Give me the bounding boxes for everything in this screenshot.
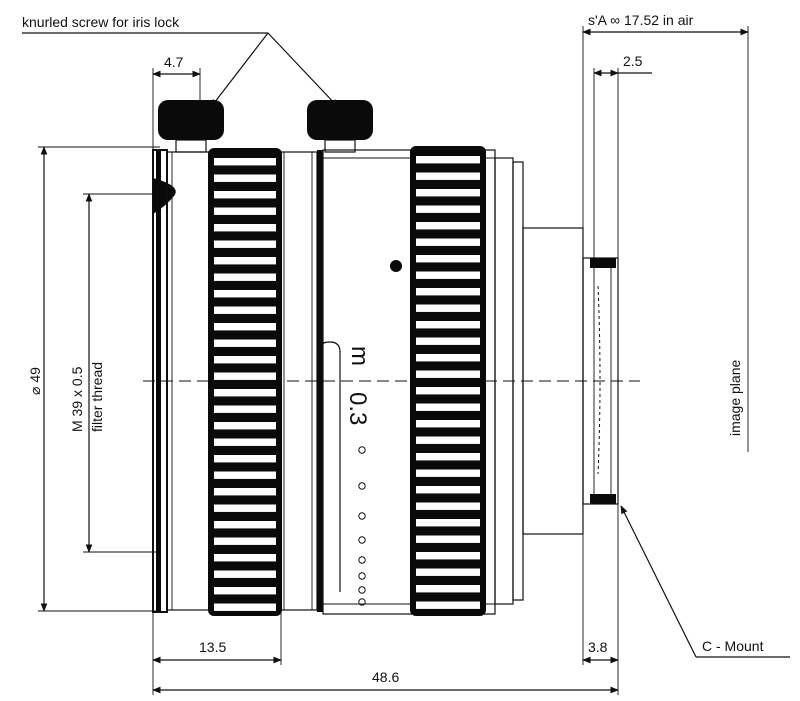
filter-thread-dimension: M 39 x 0.5 filter thread bbox=[69, 193, 160, 553]
dim-2-5-label: 2.5 bbox=[623, 53, 643, 69]
back-focus-label: s'A ∞ 17.52 in air bbox=[588, 12, 694, 28]
dimension-2-5: 2.5 bbox=[593, 53, 652, 258]
iris-lock-callout: knurled screw for iris lock bbox=[22, 14, 339, 108]
iris-lock-label: knurled screw for iris lock bbox=[22, 14, 180, 30]
iris-knurled-ring bbox=[208, 148, 282, 616]
dimension-48-6: 48.6 bbox=[152, 669, 619, 694]
c-mount-label: C - Mount bbox=[702, 638, 764, 654]
focus-scale: m 0.3 bbox=[344, 346, 373, 606]
dimension-3-8: 3.8 bbox=[582, 504, 619, 695]
back-focus-dimension: s'A ∞ 17.52 in air bbox=[582, 12, 749, 452]
filter-thread-label-1: M 39 x 0.5 bbox=[69, 366, 85, 432]
c-mount-callout: C - Mount bbox=[620, 505, 790, 658]
dim-3-8-label: 3.8 bbox=[588, 639, 608, 655]
dimension-13-5: 13.5 bbox=[152, 612, 282, 695]
dim-4-7-label: 4.7 bbox=[164, 54, 184, 70]
dimension-4-7: 4.7 bbox=[152, 54, 201, 150]
dim-48-6-label: 48.6 bbox=[372, 669, 399, 685]
diameter-dimension: ⌀ 49 bbox=[27, 146, 160, 612]
knurled-screw-right bbox=[307, 100, 373, 153]
image-plane-label: image plane bbox=[727, 360, 743, 436]
dim-13-5-label: 13.5 bbox=[199, 639, 226, 655]
filter-thread-label-2: filter thread bbox=[89, 362, 105, 432]
diameter-label: ⌀ 49 bbox=[27, 367, 43, 395]
focus-value-label: 0.3 bbox=[344, 392, 371, 425]
focus-unit-label: m bbox=[346, 346, 373, 366]
knurled-screw-left bbox=[158, 100, 224, 153]
focus-knurled-ring bbox=[410, 146, 486, 616]
